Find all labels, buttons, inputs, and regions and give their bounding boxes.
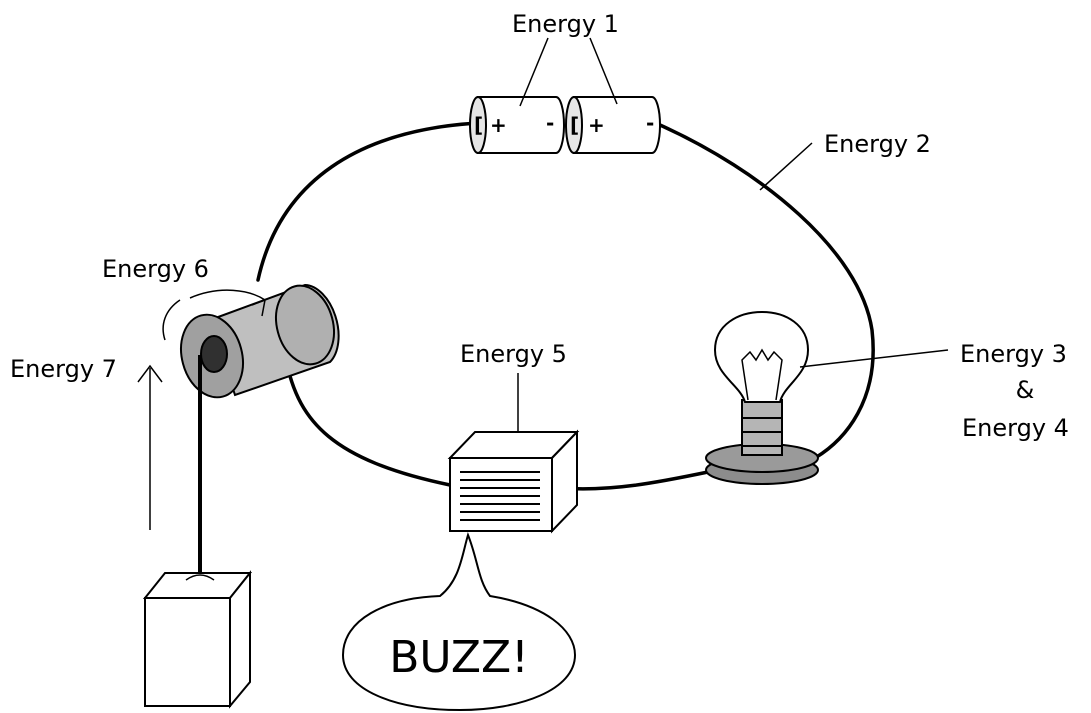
label-ampersand: & — [1016, 376, 1035, 404]
generator-axle — [200, 335, 228, 373]
leader-energy2 — [759, 142, 813, 191]
battery-2: [ + - — [565, 96, 661, 154]
leader-energy3 — [799, 349, 949, 368]
label-energy-6: Energy 6 — [102, 255, 209, 283]
battery-1-cap — [469, 96, 487, 154]
battery-1: [ + - — [469, 96, 565, 154]
battery-1-body — [477, 96, 565, 154]
label-energy-2: Energy 2 — [824, 130, 931, 158]
battery-1-bracket: [ — [474, 113, 483, 137]
label-energy-4: Energy 4 — [962, 414, 1069, 442]
up-arrow — [137, 364, 163, 530]
battery-2-body — [573, 96, 661, 154]
speech-bubble-outline — [341, 531, 577, 712]
generator-end — [275, 284, 335, 366]
buzz-text: BUZZ! — [389, 632, 529, 683]
label-energy-5: Energy 5 — [460, 340, 567, 368]
label-energy-1: Energy 1 — [512, 10, 619, 38]
leader-lines — [517, 37, 949, 432]
weight-block — [142, 570, 253, 709]
speech-bubble: BUZZ! — [341, 531, 577, 712]
rope-hook — [185, 574, 215, 581]
up-arrow-head — [137, 364, 163, 383]
rotation-arrow-top — [189, 289, 266, 317]
buzzer-side — [551, 429, 578, 534]
light-bulb — [705, 310, 819, 485]
wire-buzzer-bulb — [558, 470, 710, 491]
wire-top-right — [658, 123, 875, 460]
wire-lower-left — [285, 363, 452, 487]
battery-1-plus: + — [490, 113, 507, 137]
battery-1-minus: - — [546, 111, 554, 135]
leader-energy1-right — [589, 37, 618, 105]
label-energy-7: Energy 7 — [10, 355, 117, 383]
label-energy-3: Energy 3 — [960, 340, 1067, 368]
buzzer-grille — [460, 471, 540, 521]
battery-2-bracket: [ — [570, 113, 579, 137]
generator — [162, 283, 340, 399]
battery-2-plus: + — [588, 113, 605, 137]
weight-block-side — [229, 570, 251, 709]
wire-top-left — [256, 121, 480, 282]
battery-2-minus: - — [646, 111, 654, 135]
rotation-arrow-left — [162, 299, 181, 341]
buzzer — [447, 429, 580, 534]
leader-energy1-left — [519, 37, 549, 107]
bulb-glass — [713, 310, 810, 403]
battery-2-cap — [565, 96, 583, 154]
bulb-filament — [741, 348, 783, 401]
weight-block-front — [144, 597, 231, 707]
